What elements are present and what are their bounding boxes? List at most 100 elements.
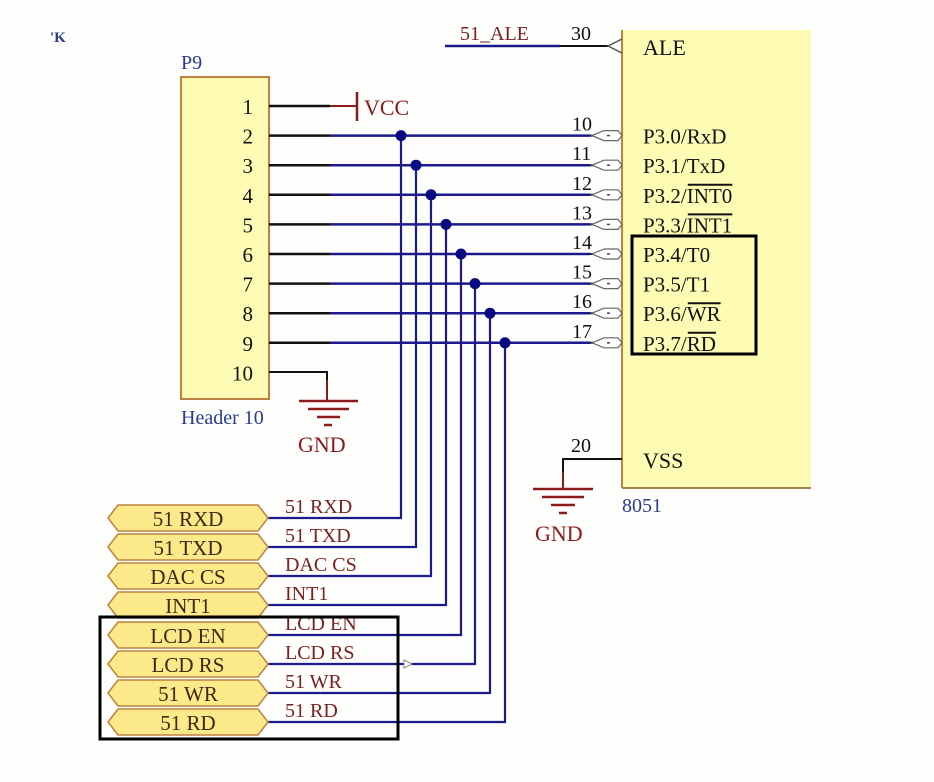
- net-port[interactable]: [107, 708, 269, 736]
- header-body[interactable]: [180, 76, 270, 400]
- header-pin-number: 10: [232, 361, 253, 385]
- pin-name-function: INT1: [687, 213, 733, 237]
- net-port-label: 51 RXD: [153, 507, 224, 531]
- port3-bus: [268, 130, 622, 724]
- vss-pin-wire: [562, 458, 622, 489]
- ale-pin-name: ALE: [643, 35, 686, 60]
- mcu-pin-name[interactable]: P3.7/RD: [643, 332, 716, 356]
- header-pin-number: 3: [243, 154, 254, 178]
- highlight-box-p34-p37: [630, 234, 758, 356]
- vss-pin-number: 20: [571, 435, 591, 457]
- mcu-pin-number: 12: [572, 173, 592, 195]
- pin-name-function: RxD: [687, 125, 727, 149]
- header-gnd-port[interactable]: GND: [269, 371, 358, 457]
- bus-vertical-wire[interactable]: [268, 254, 463, 637]
- pin-name-prefix: P3.6/: [643, 302, 687, 326]
- net-port-label: 51 TXD: [153, 536, 222, 560]
- input-arrow-icon: [606, 38, 623, 54]
- pin-name-function: T1: [687, 273, 710, 297]
- net-label: 51 TXD: [285, 525, 351, 547]
- pin-name-function: INT0: [687, 184, 733, 208]
- mcu-pin-number: 10: [572, 114, 592, 136]
- mcu-pin-number: 14: [572, 232, 592, 254]
- mcu-pin-name[interactable]: P3.4/T0: [643, 243, 710, 267]
- mcu-pin-number: 15: [572, 262, 592, 284]
- vcc-label: VCC: [364, 95, 409, 120]
- mcu-pin-name[interactable]: P3.0/RxD: [643, 125, 726, 149]
- pin10-wire: [269, 371, 328, 401]
- net-port[interactable]: [107, 679, 269, 707]
- ale-pin-number: 30: [571, 23, 591, 45]
- pin-name-prefix: P3.5/: [643, 273, 687, 297]
- net-port[interactable]: [107, 504, 269, 532]
- mcu-comment: 8051: [622, 495, 662, 517]
- vcc-power-port[interactable]: VCC: [269, 92, 409, 121]
- vss-pin-name: VSS: [643, 448, 683, 473]
- bus-vertical-wire[interactable]: [268, 194, 433, 578]
- bus-vertical-wire[interactable]: [268, 283, 477, 666]
- header-comment: Header 10: [181, 407, 264, 429]
- header-designator: P9: [181, 52, 202, 74]
- header-gnd-label: GND: [298, 432, 346, 457]
- pin-name-function: T0: [687, 243, 710, 267]
- ale-pin[interactable]: 51_ALE 30 ALE: [445, 23, 686, 60]
- mcu-pin-name[interactable]: P3.1/TxD: [643, 154, 725, 178]
- mcu-body[interactable]: [622, 30, 811, 488]
- mcu-pin-name[interactable]: P3.5/T1: [643, 273, 710, 297]
- mcu-pin-name[interactable]: P3.6/WR: [643, 302, 721, 326]
- vss-pin[interactable]: 20 VSS GND: [533, 435, 683, 546]
- bus-vertical-wire[interactable]: [268, 165, 418, 549]
- net-label: DAC CS: [285, 554, 357, 576]
- junction-dot: [484, 307, 496, 319]
- mcu-pin-number: 16: [572, 291, 592, 313]
- junction-dot: [440, 218, 452, 230]
- net-label: INT1: [285, 583, 328, 605]
- ale-net-label: 51_ALE: [460, 23, 529, 45]
- header-pin-number: 8: [243, 302, 254, 326]
- vss-gnd-label: GND: [535, 521, 583, 546]
- mcu-pin-number: 17: [572, 321, 592, 343]
- header-pin-number: 2: [243, 125, 254, 149]
- net-port[interactable]: [107, 650, 269, 678]
- header-pin-number: 7: [243, 273, 254, 297]
- bus-vertical-wire[interactable]: [268, 224, 448, 607]
- net-label: 51 WR: [285, 671, 343, 693]
- net-port-label: LCD RS: [152, 653, 225, 677]
- bus-vertical-wire[interactable]: [268, 135, 403, 520]
- bus-vertical-wire[interactable]: [268, 342, 507, 724]
- mcu-8051[interactable]: 8051: [621, 30, 811, 517]
- net-port[interactable]: [107, 562, 269, 590]
- junction-dot: [395, 130, 407, 142]
- net-port-label: LCD EN: [150, 624, 225, 648]
- lcd-rs-arrow-icon: [403, 659, 414, 669]
- header-pin-number: 9: [243, 332, 254, 356]
- pin-name-function: TxD: [687, 154, 726, 178]
- highlight-box-lcd-wr-rd: [98, 615, 400, 741]
- net-port-label: INT1: [165, 594, 211, 618]
- junction-dot: [425, 189, 437, 201]
- net-ports: 51 RXD 51 RXD 51 TXD 51 TXD DAC CS DAC CS INT1…: [107, 496, 357, 736]
- net-port-label: DAC CS: [150, 565, 225, 589]
- header-pin-number: 6: [243, 243, 254, 267]
- pin-name-prefix: P3.2/: [643, 184, 687, 208]
- bus-vertical-wire[interactable]: [268, 313, 492, 695]
- pin-name-function: RD: [687, 332, 716, 356]
- mcu-pin-number: 13: [572, 202, 592, 224]
- corner-fragment-text: 'K: [50, 30, 66, 46]
- header-pin-number: 1: [243, 95, 254, 119]
- pin-name-prefix: P3.3/: [643, 213, 687, 237]
- net-port[interactable]: [107, 621, 269, 649]
- junction-dot: [469, 278, 481, 290]
- junction-dot: [455, 248, 467, 260]
- net-port[interactable]: [107, 533, 269, 561]
- pin-name-prefix: P3.7/: [643, 332, 687, 356]
- mcu-pin-name[interactable]: P3.3/INT1: [643, 213, 732, 237]
- mcu-pin-name[interactable]: P3.2/INT0: [643, 184, 732, 208]
- net-label: LCD RS: [285, 642, 354, 664]
- pin-name-prefix: P3.4/: [643, 243, 687, 267]
- net-label: 51 RXD: [285, 496, 352, 518]
